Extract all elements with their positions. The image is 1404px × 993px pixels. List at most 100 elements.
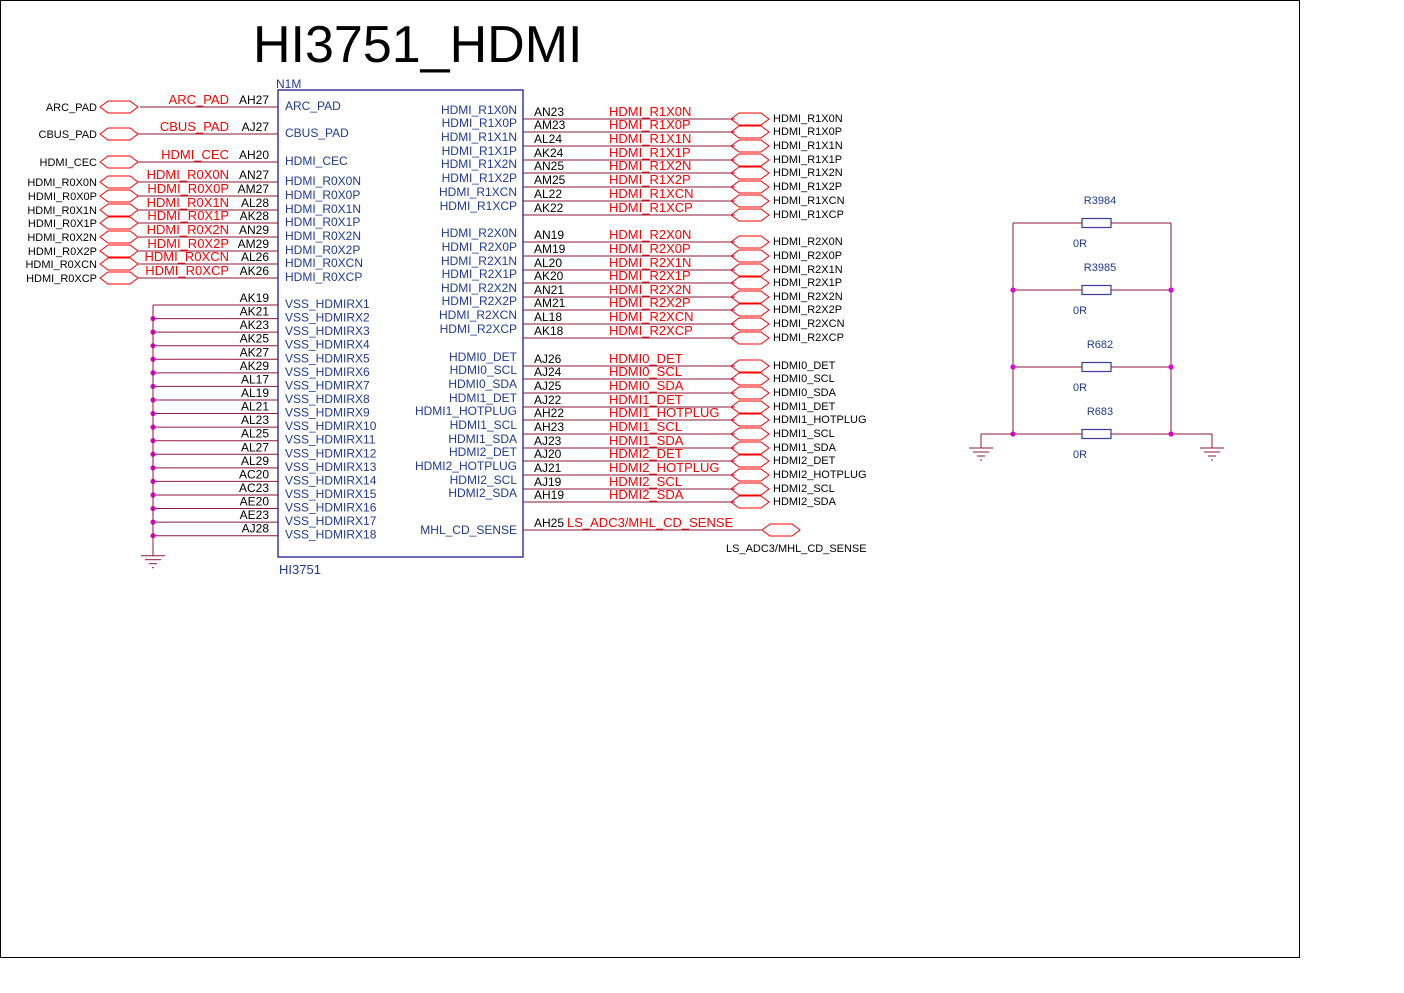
right-port-label-right_pins_r1-6: HDMI_R1XCN [773,195,845,207]
right-pin-number-right_pins_r2-4: AN21 [534,283,564,297]
right-port-label-right_pins_r2-6: HDMI_R2XCN [773,318,845,330]
right-net-label-right_pins_ctrl-4: HDMI1_HOTPLUG [609,405,720,420]
vss-pin-name-1: VSS_HDMIRX2 [285,311,370,325]
right-port-right_pins_r2-7 [730,331,770,345]
vss-pin-number-4: AK27 [240,345,270,359]
vss-pin-name-11: VSS_HDMIRX12 [285,446,377,460]
right-port-label-right_pins_ctrl-2: HDMI0_SDA [773,387,837,399]
right-pin-number-right_pins_r2-7: AK18 [534,324,564,338]
right-port-right_pins_r1-0 [730,112,770,126]
resnet-ground-symbol-right [1200,447,1224,461]
right-port-right_pins_r1-7 [730,208,770,222]
vss-pin-name-2: VSS_HDMIRX3 [285,324,370,338]
right-net-label-right_pins_ctrl-1: HDMI0_SCL [609,364,682,379]
left-port-label-5: HDMI_R0X1N [27,205,97,217]
left-pin-name-10: HDMI_R0XCP [285,270,362,284]
right-port-right_pins_r1-2 [730,139,770,153]
vss-pin-name-17: VSS_HDMIRX18 [285,528,377,542]
right-pin-name-right_pins_r1-0: HDMI_R1X0N [441,103,517,117]
right-port-right_pins_r1-6 [730,194,770,208]
left-pin-number-9: AL26 [241,250,269,264]
resistor-junction-right-2 [1168,364,1174,370]
right-port-label-right_pins_r2-0: HDMI_R2X0N [773,236,843,248]
right-net-label-right_pins_ctrl-0: HDMI0_DET [609,351,683,366]
left-port-label-9: HDMI_R0XCN [25,259,97,271]
right-pin-number-right_pins_ctrl-0: AJ26 [534,352,562,366]
right-net-label-right_pins_r2-3: HDMI_R2X1P [609,268,691,283]
vss-pin-number-13: AC20 [239,467,269,481]
vss-pin-number-17: AJ28 [242,522,270,536]
right-port-right_pins_ctrl-2 [730,386,770,400]
right-pin-number-right_pins_r1-5: AM25 [534,173,566,187]
left-port-label-6: HDMI_R0X1P [28,218,97,230]
right-port-label-right_pins_r1-4: HDMI_R1X2N [773,167,843,179]
left-net-label-7: HDMI_R0X2N [147,222,229,237]
right-port-right_pins_r2-5 [730,303,770,317]
right-pin-name-right_pins_r2-0: HDMI_R2X0N [441,226,517,240]
right-net-label-right_pins_r1-0: HDMI_R1X0N [609,104,691,119]
vss-pin-number-9: AL23 [241,413,269,427]
left-net-label-10: HDMI_R0XCP [145,263,229,278]
right-pin-name-right_pins_r1-6: HDMI_R1XCN [439,185,517,199]
left-pin-number-1: AJ27 [242,120,270,134]
left-net-label-2: HDMI_CEC [161,147,229,162]
right-net-label-right_pins_ctrl-7: HDMI2_DET [609,446,683,461]
right-pin-number-right_pins_r1-3: AK24 [534,146,564,160]
right-pin-name-right_pins_ctrl-0: HDMI0_DET [449,350,518,364]
vss-pin-name-16: VSS_HDMIRX17 [285,514,377,528]
right-net-label-right_pins_r1-1: HDMI_R1X0P [609,117,691,132]
left-port-2 [99,155,139,169]
right-pin-number-right_pins_ctrl-5: AH23 [534,420,564,434]
mhl-net-label: LS_ADC3/MHL_CD_SENSE [567,515,734,530]
right-net-label-right_pins_ctrl-3: HDMI1_DET [609,392,683,407]
right-port-label-right_pins_ctrl-8: HDMI2_HOTPLUG [773,469,867,481]
right-port-label-right_pins_r2-3: HDMI_R2X1P [773,277,842,289]
vss-pin-name-15: VSS_HDMIRX16 [285,501,377,515]
right-port-label-right_pins_r1-7: HDMI_R1XCP [773,209,844,221]
left-port-6 [99,216,139,230]
right-port-right_pins_r1-5 [730,180,770,194]
chip-part: HI3751 [279,562,321,577]
vss-pin-name-4: VSS_HDMIRX5 [285,351,370,365]
right-port-label-right_pins_ctrl-4: HDMI1_HOTPLUG [773,414,867,426]
resistor-body-1 [1081,284,1112,296]
right-pin-name-right_pins_ctrl-8: HDMI2_HOTPLUG [415,459,517,473]
left-pin-name-5: HDMI_R0X1N [285,202,361,216]
left-net-label-8: HDMI_R0X2P [147,236,229,251]
right-port-right_pins_r2-6 [730,317,770,331]
left-pin-number-7: AN29 [239,223,269,237]
vss-pin-name-9: VSS_HDMIRX10 [285,419,377,433]
resistor-junction-left-2 [1010,364,1016,370]
left-port-label-4: HDMI_R0X0P [28,191,97,203]
vss-pin-number-1: AK21 [240,305,270,319]
right-net-label-right_pins_r1-4: HDMI_R1X2N [609,158,691,173]
vss-pin-number-12: AL29 [241,454,269,468]
right-net-label-right_pins_r2-7: HDMI_R2XCP [609,323,693,338]
vss-pin-number-2: AK23 [240,318,270,332]
right-port-right_pins_ctrl-4 [730,413,770,427]
right-port-right_pins_ctrl-8 [730,468,770,482]
right-net-label-right_pins_ctrl-5: HDMI1_SCL [609,419,682,434]
vss-pin-name-12: VSS_HDMIRX13 [285,460,377,474]
mhl-port-label: LS_ADC3/MHL_CD_SENSE [726,543,867,555]
right-net-label-right_pins_ctrl-10: HDMI2_SDA [609,487,684,502]
vss-pin-number-16: AE23 [240,508,270,522]
left-port-label-3: HDMI_R0X0N [27,177,97,189]
resnet-ground-symbol-left [969,447,993,461]
resistor-ref-0: R3984 [1084,195,1116,207]
resistor-value-2: 0R [1073,382,1087,394]
right-pin-number-right_pins_r2-5: AM21 [534,296,566,310]
right-port-right_pins_r1-3 [730,153,770,167]
right-pin-name-right_pins_r1-4: HDMI_R1X2N [441,157,517,171]
right-net-label-right_pins_r2-1: HDMI_R2X0P [609,241,691,256]
right-net-label-right_pins_r2-2: HDMI_R2X1N [609,255,691,270]
left-net-label-0: ARC_PAD [169,92,229,107]
vss-pin-number-15: AE20 [240,495,270,509]
mhl-pin-number: AH25 [534,516,564,530]
right-port-right_pins_r2-0 [730,235,770,249]
left-port-5 [99,203,139,217]
right-pin-number-right_pins_ctrl-9: AJ19 [534,475,562,489]
left-pin-name-1: CBUS_PAD [285,126,349,140]
right-pin-name-right_pins_r1-3: HDMI_R1X1P [442,144,517,158]
left-net-label-4: HDMI_R0X0P [147,181,229,196]
